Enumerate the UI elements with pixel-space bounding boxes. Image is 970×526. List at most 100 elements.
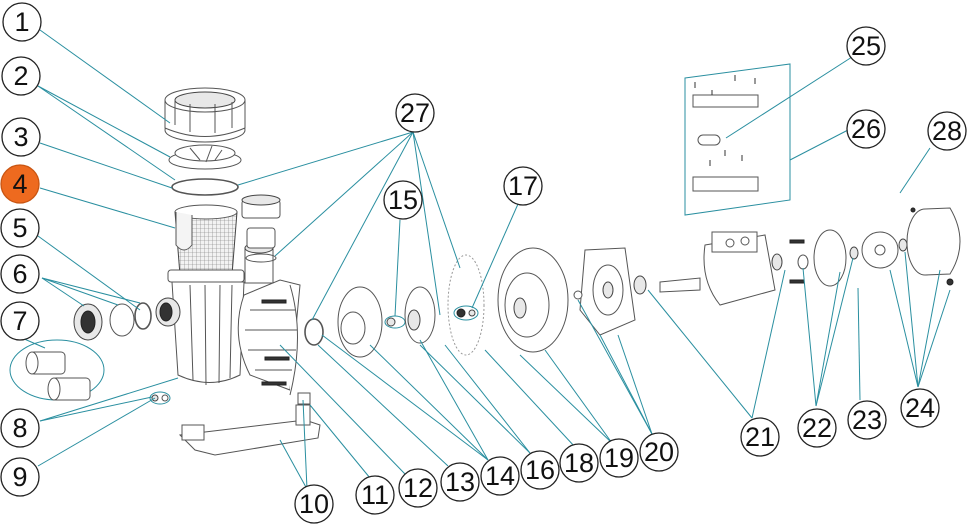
callout-6[interactable]: 6 bbox=[0, 254, 40, 294]
leader-2a bbox=[37, 85, 171, 158]
part-union-set bbox=[241, 194, 281, 263]
part-motor-bracket bbox=[573, 247, 636, 336]
callout-20[interactable]: 20 bbox=[639, 432, 679, 472]
callout-2[interactable]: 2 bbox=[1, 56, 41, 96]
leader-8a bbox=[39, 377, 179, 422]
callout-label: 6 bbox=[12, 259, 27, 289]
leader-27a bbox=[237, 131, 414, 186]
callout-12[interactable]: 12 bbox=[398, 468, 438, 508]
leader-lines bbox=[21, 29, 951, 490]
callout-label: 15 bbox=[388, 185, 418, 215]
callout-label: 16 bbox=[525, 455, 555, 485]
callout-9[interactable]: 9 bbox=[0, 457, 40, 497]
part-pump-housing bbox=[155, 242, 301, 396]
leader-18 bbox=[484, 349, 576, 448]
leader-10a bbox=[279, 439, 308, 490]
callout-label: 12 bbox=[403, 473, 433, 503]
callout-25[interactable]: 25 bbox=[846, 26, 886, 66]
part-terminal-box-kit bbox=[684, 63, 791, 216]
callout-11[interactable]: 11 bbox=[355, 475, 395, 515]
callout-10[interactable]: 10 bbox=[294, 484, 334, 524]
callout-8[interactable]: 8 bbox=[0, 408, 40, 448]
leader-2b bbox=[37, 85, 176, 181]
callout-22[interactable]: 22 bbox=[797, 408, 837, 448]
part-seal-plate bbox=[497, 247, 569, 353]
leader-27e bbox=[412, 131, 461, 269]
leader-25 bbox=[725, 56, 853, 139]
leader-28 bbox=[899, 147, 931, 194]
callout-18[interactable]: 18 bbox=[559, 443, 599, 483]
leader-1 bbox=[39, 29, 171, 124]
leader-15 bbox=[394, 219, 401, 317]
part-gasket bbox=[447, 254, 485, 356]
callout-label: 8 bbox=[12, 413, 27, 443]
callout-3[interactable]: 3 bbox=[1, 117, 41, 157]
callout-label: 10 bbox=[299, 489, 329, 519]
callout-17[interactable]: 17 bbox=[503, 166, 543, 206]
callout-label: 1 bbox=[14, 7, 29, 37]
callout-label: 20 bbox=[644, 437, 674, 467]
part-lid-ring bbox=[164, 87, 246, 143]
callout-14[interactable]: 14 bbox=[480, 456, 520, 496]
leader-3 bbox=[39, 142, 173, 189]
part-bearing-front bbox=[633, 275, 647, 295]
leader-9 bbox=[37, 397, 156, 467]
callout-label: 19 bbox=[604, 443, 634, 473]
part-diffuser bbox=[337, 286, 383, 358]
callout-label: 26 bbox=[851, 114, 881, 144]
leader-14b bbox=[369, 344, 489, 461]
callout-label: 14 bbox=[485, 461, 515, 491]
callout-1[interactable]: 1 bbox=[2, 2, 42, 42]
leader-21a bbox=[647, 289, 753, 419]
callout-16[interactable]: 16 bbox=[520, 450, 560, 490]
part-impeller bbox=[404, 286, 436, 344]
leader-20b bbox=[599, 334, 653, 435]
callout-15[interactable]: 15 bbox=[383, 180, 423, 220]
callout-label: 11 bbox=[361, 480, 389, 510]
leader-17 bbox=[471, 203, 519, 309]
callout-23[interactable]: 23 bbox=[847, 400, 887, 440]
callout-26[interactable]: 26 bbox=[846, 109, 886, 149]
callout-label: 17 bbox=[508, 171, 538, 201]
callout-24[interactable]: 24 bbox=[900, 388, 940, 428]
leader-16b bbox=[444, 344, 531, 454]
callout-5[interactable]: 5 bbox=[0, 208, 40, 248]
leader-14a bbox=[321, 334, 489, 461]
callout-label: 23 bbox=[852, 405, 882, 435]
part-lid bbox=[168, 144, 242, 170]
callout-21[interactable]: 21 bbox=[740, 417, 780, 457]
leader-19b bbox=[544, 349, 613, 444]
callout-label: 21 bbox=[745, 422, 775, 452]
leader-24b bbox=[904, 251, 919, 388]
callout-27[interactable]: 27 bbox=[395, 93, 435, 133]
leader-26 bbox=[789, 129, 849, 161]
leader-14c bbox=[419, 339, 489, 461]
leader-27b bbox=[274, 131, 414, 257]
callout-label: 28 bbox=[932, 116, 962, 146]
leader-5 bbox=[37, 235, 141, 311]
callout-label: 7 bbox=[12, 306, 27, 336]
callout-label: 25 bbox=[851, 31, 881, 61]
leader-24c bbox=[917, 269, 941, 388]
leader-12 bbox=[279, 344, 406, 475]
leader-6c bbox=[41, 277, 141, 304]
part-union-connectors bbox=[73, 302, 152, 341]
leader-4 bbox=[39, 187, 176, 229]
callout-28[interactable]: 28 bbox=[927, 111, 967, 151]
callout-4-highlighted[interactable]: 4 bbox=[0, 164, 40, 204]
leader-24a bbox=[889, 269, 919, 388]
leader-27c bbox=[311, 131, 414, 321]
callout-19[interactable]: 19 bbox=[599, 438, 639, 478]
part-fan bbox=[861, 231, 908, 269]
leader-10b bbox=[302, 399, 308, 490]
part-pump-base bbox=[178, 392, 321, 456]
leader-19a bbox=[519, 354, 613, 444]
callout-13[interactable]: 13 bbox=[440, 462, 480, 502]
callout-7[interactable]: 7 bbox=[0, 301, 40, 341]
part-pipe-adaptors bbox=[9, 339, 105, 401]
part-motor bbox=[659, 231, 783, 306]
leader-6a bbox=[41, 277, 85, 307]
